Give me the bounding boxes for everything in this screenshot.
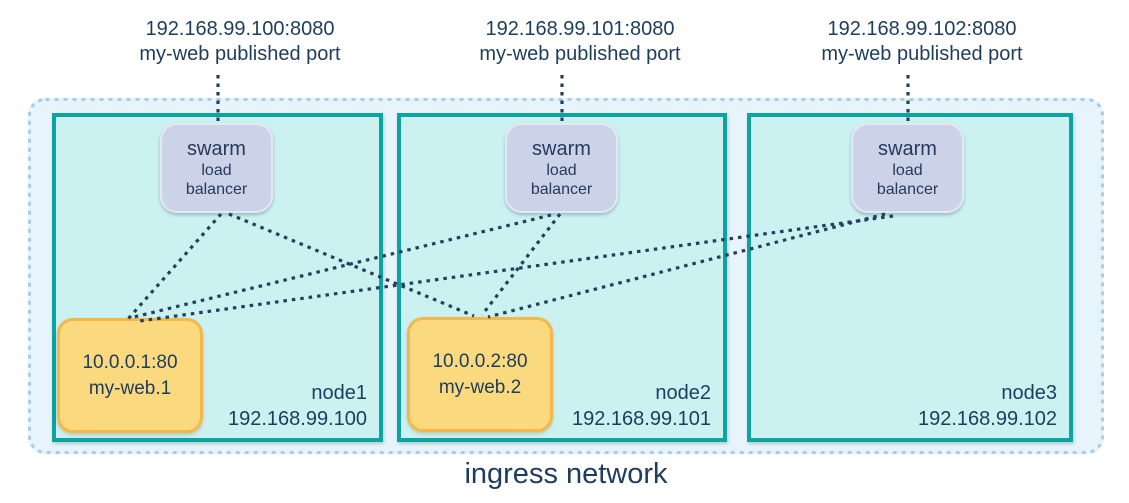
swarm-load-balancer-node3: swarm load balancer (851, 123, 964, 213)
lb-text: balancer (530, 180, 593, 198)
node-ip: 192.168.99.101 (571, 408, 711, 430)
ingress-network-label: ingress network (464, 458, 668, 490)
published-port-address: 192.168.99.102:8080 (827, 18, 1017, 40)
node-label: node2 192.168.99.101 (572, 380, 711, 432)
published-port-caption: my-web published port (821, 43, 1023, 65)
node-label: node1 192.168.99.100 (228, 380, 367, 432)
published-port-label-2: 192.168.99.101:8080 my-web published por… (420, 17, 740, 67)
published-port-label-1: 192.168.99.100:8080 my-web published por… (80, 17, 400, 67)
node-name: node1 (311, 382, 367, 404)
task-name: my-web.1 (88, 377, 172, 399)
task-my-web-1: 10.0.0.1:80 my-web.1 (57, 318, 203, 433)
lb-text: load (201, 161, 232, 179)
task-address: 10.0.0.2:80 (432, 350, 528, 372)
published-port-address: 192.168.99.100:8080 (145, 18, 335, 40)
node-name: node3 (1001, 382, 1057, 404)
task-address: 10.0.0.1:80 (82, 351, 178, 373)
published-port-caption: my-web published port (139, 43, 341, 65)
lb-text: swarm (878, 137, 937, 160)
lb-text: load (892, 161, 923, 179)
task-my-web-2: 10.0.0.2:80 my-web.2 (407, 317, 553, 432)
node-ip: 192.168.99.100 (227, 408, 367, 430)
lb-text: load (546, 161, 577, 179)
node-name: node2 (655, 382, 711, 404)
published-port-caption: my-web published port (479, 43, 681, 65)
published-port-label-3: 192.168.99.102:8080 my-web published por… (762, 17, 1082, 67)
node-ip: 192.168.99.102 (917, 408, 1057, 430)
task-name: my-web.2 (438, 376, 522, 398)
published-port-address: 192.168.99.101:8080 (485, 18, 675, 40)
lb-text: balancer (876, 180, 939, 198)
node-label: node3 192.168.99.102 (918, 380, 1057, 432)
lb-text: swarm (187, 137, 246, 160)
swarm-load-balancer-node1: swarm load balancer (160, 123, 273, 213)
swarm-load-balancer-node2: swarm load balancer (505, 123, 618, 213)
lb-text: swarm (532, 137, 591, 160)
lb-text: balancer (185, 180, 248, 198)
